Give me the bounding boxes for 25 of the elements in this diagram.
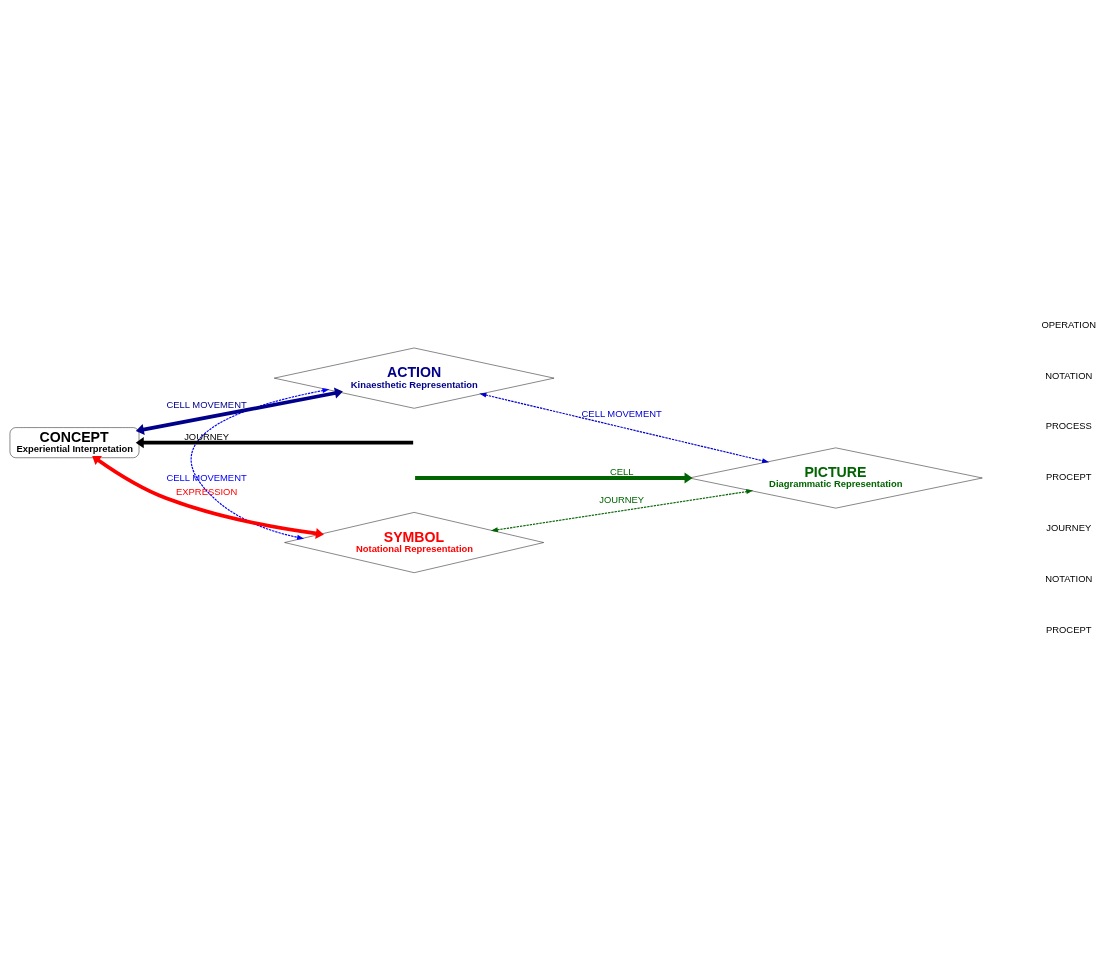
edge-label: JOURNEY: [184, 430, 230, 442]
arrow: [135, 387, 343, 436]
edge-label: JOURNEY: [599, 494, 645, 506]
node-diamond: SYMBOL Notational Representation: [284, 512, 544, 573]
label: PROCEPT: [1045, 471, 1092, 483]
arrow: [490, 489, 754, 533]
arrow: [479, 392, 770, 464]
edge-label: CELL: [609, 466, 634, 478]
label: OPERATION: [1041, 318, 1097, 330]
node-box: CONCEPT Experiential Interpretation: [9, 427, 140, 458]
label: NOTATION: [1045, 369, 1093, 381]
label: PROCEPT: [1045, 623, 1092, 635]
edge-label: CELL MOVEMENT: [581, 407, 662, 419]
node-diamond: PICTURE Diagrammatic Representation: [689, 447, 983, 509]
label: NOTATION: [1045, 573, 1093, 585]
arrow: [190, 388, 330, 540]
arrow: [135, 437, 414, 449]
edge-label: CELL MOVEMENT: [166, 471, 247, 483]
label: JOURNEY: [1046, 522, 1092, 534]
arrow: [92, 455, 324, 540]
label: PROCESS: [1045, 420, 1092, 432]
arrow: [415, 472, 693, 484]
edge-label: EXPRESSION: [176, 486, 238, 498]
node-diamond: ACTION Kinaesthetic Representation: [274, 347, 555, 409]
edge-label: CELL MOVEMENT: [166, 398, 247, 410]
